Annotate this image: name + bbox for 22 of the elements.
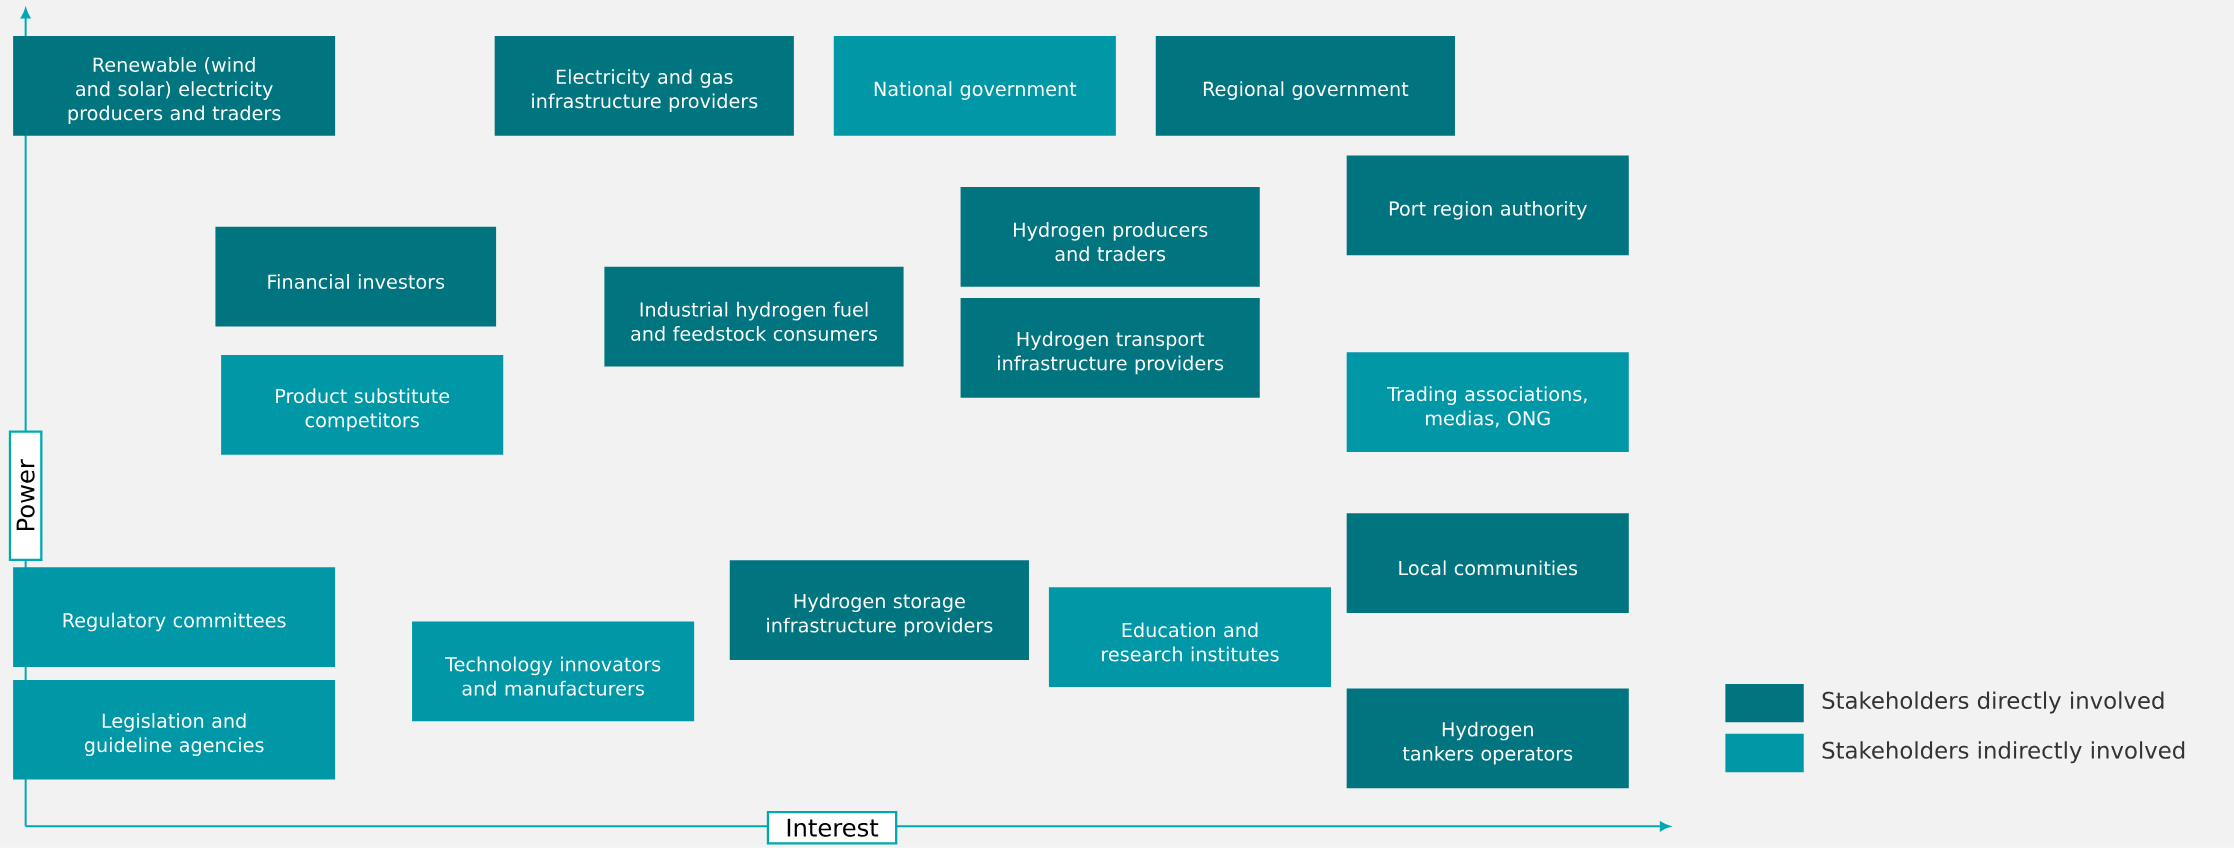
legend-label: Stakeholders directly involved: [1822, 691, 2164, 714]
stakeholder-box: Hydrogen storage infrastructure providers: [729, 560, 1029, 661]
stakeholder-box: Trading associations, medias, ONG: [1346, 352, 1629, 453]
legend-label: Stakeholders indirectly involved: [1822, 741, 2185, 764]
stakeholder-box: Education and research institutes: [1048, 587, 1331, 688]
stakeholder-box: Industrial hydrogen fuel and feedstock consumers: [604, 266, 904, 367]
stakeholder-box: Local communities: [1346, 513, 1629, 614]
stakeholder-box: Renewable (wind and solar) electricity producers and traders: [13, 36, 336, 136]
stakeholder-box: Regional government: [1155, 36, 1455, 136]
stakeholder-box: National government: [833, 36, 1116, 136]
stakeholder-box: Financial investors: [215, 226, 497, 327]
stakeholder-box: Technology innovators and manufacturers: [412, 621, 695, 722]
stakeholder-box: Port region authority: [1346, 155, 1629, 256]
stakeholder-box: Hydrogen tankers operators: [1346, 688, 1629, 789]
stakeholder-box: Regulatory committees: [13, 567, 336, 668]
stakeholder-box: Hydrogen transport infrastructure providers: [960, 298, 1260, 398]
axis-label: Power: [8, 430, 43, 562]
stakeholder-box: Electricity and gas infrastructure providers: [494, 36, 794, 136]
stakeholder-box: Product substitute competitors: [221, 355, 504, 455]
stakeholder-box: Legislation and guideline agencies: [13, 680, 336, 780]
axis-label: Interest: [766, 811, 898, 845]
stakeholder-box: Hydrogen producers and traders: [960, 187, 1260, 287]
